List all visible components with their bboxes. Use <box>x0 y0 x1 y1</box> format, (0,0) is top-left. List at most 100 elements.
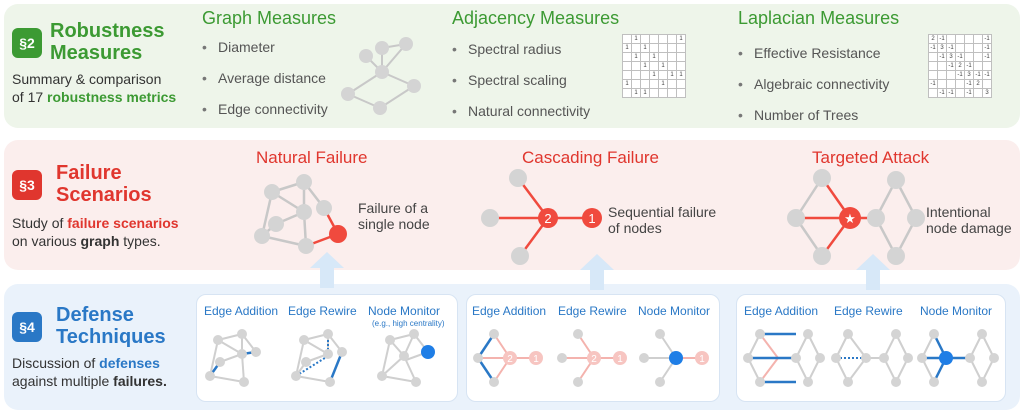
edge-addition-network-2: 2 1 <box>473 329 543 387</box>
matrix-cell: 1 <box>649 52 659 62</box>
graph-node <box>929 329 939 339</box>
matrix-cell: 1 <box>676 34 686 44</box>
matrix-cell <box>937 61 947 71</box>
matrix-cell: 1 <box>658 79 668 89</box>
list-item: Number of Trees <box>738 106 889 137</box>
targeted-attack-caption: Intentional node damage <box>926 204 1012 236</box>
title-line: Failure <box>56 162 122 184</box>
targeted-attack-network: ★ <box>787 169 925 265</box>
graph-node <box>843 329 853 339</box>
monitored-node <box>421 345 435 359</box>
matrix-cell: 2 <box>928 34 938 44</box>
attacked-node <box>839 207 861 229</box>
graph-node <box>316 200 332 216</box>
matrix-cell <box>937 79 947 89</box>
matrix-cell <box>658 43 668 53</box>
matrix-cell <box>622 34 632 44</box>
edge-rewire-label: Edge Rewire <box>834 304 903 318</box>
edge-rewire-label: Edge Rewire <box>558 304 627 318</box>
caption-line: Failure of a <box>358 200 429 216</box>
desc-highlight: graph <box>80 233 120 249</box>
graph-node <box>803 329 813 339</box>
matrix-cell <box>676 61 686 71</box>
matrix-cell <box>658 52 668 62</box>
cascading-failure-heading: Cascading Failure <box>522 148 660 167</box>
matrix-cell <box>631 61 641 71</box>
matrix-cell <box>667 52 677 62</box>
matrix-cell <box>676 52 686 62</box>
graph-node <box>323 349 333 359</box>
graph-node <box>337 347 347 357</box>
monitored-node <box>669 351 683 365</box>
defense-title: Defense Techniques <box>56 304 166 348</box>
node-monitor-network-3 <box>917 329 999 387</box>
natural-failure-caption: Failure of a single node <box>358 200 430 232</box>
graph-node <box>879 353 889 363</box>
node-monitor-label: Node Monitor <box>920 304 993 318</box>
monitored-node <box>939 351 953 365</box>
graph-node <box>861 353 871 363</box>
graph-node <box>481 209 499 227</box>
graph-node <box>411 377 421 387</box>
graph-node <box>907 209 925 227</box>
matrix-cell: 1 <box>631 34 641 44</box>
matrix-cell <box>640 70 650 80</box>
graph-node <box>929 377 939 387</box>
cascade-node-1 <box>695 351 709 365</box>
cascading-failure-caption: Sequential failure of nodes <box>608 204 716 236</box>
caption-line: Sequential failure <box>608 204 717 220</box>
matrix-cell <box>928 61 938 71</box>
matrix-cell <box>955 79 965 89</box>
targeted-attack-heading: Targeted Attack <box>812 148 930 167</box>
edge-addition-label: Edge Addition <box>472 304 547 318</box>
graph-node <box>239 377 249 387</box>
list-item: Spectral scaling <box>452 71 590 102</box>
graph-node <box>755 329 765 339</box>
matrix-cell <box>964 43 974 53</box>
cascade-label-1: 1 <box>699 354 705 365</box>
graph-node <box>301 357 311 367</box>
matrix-cell <box>982 61 992 71</box>
graph-node <box>375 65 389 79</box>
matrix-cell: 3 <box>937 43 947 53</box>
graph-node <box>977 329 987 339</box>
caption-line: node damage <box>926 220 1012 236</box>
matrix-cell: 3 <box>964 70 974 80</box>
list-item: Spectral radius <box>452 40 590 71</box>
failed-node <box>329 225 347 243</box>
desc-highlight: failure scenarios <box>67 215 179 231</box>
list-item: Diameter <box>202 38 328 69</box>
edge-addition-network-1 <box>205 329 261 387</box>
graph-node <box>887 247 905 265</box>
matrix-cell <box>640 79 650 89</box>
matrix-cell <box>955 43 965 53</box>
graph-node <box>296 174 312 190</box>
title-line: Defense <box>56 304 134 326</box>
matrix-cell: 1 <box>631 88 641 98</box>
matrix-cell <box>622 70 632 80</box>
matrix-cell <box>946 70 956 80</box>
matrix-cell <box>955 88 965 98</box>
edge-addition-label: Edge Addition <box>204 304 279 318</box>
node-monitor-network-1 <box>377 329 435 387</box>
matrix-cell: -1 <box>946 88 956 98</box>
cascade-label-1: 1 <box>588 211 595 226</box>
graph-node <box>791 353 801 363</box>
matrix-cell: 1 <box>676 70 686 80</box>
matrix-cell <box>658 34 668 44</box>
cascade-node-1 <box>613 351 627 365</box>
cascade-label-1: 1 <box>617 354 623 365</box>
matrix-cell: 2 <box>955 61 965 71</box>
desc-text: against multiple <box>12 373 114 389</box>
graph-node <box>655 377 665 387</box>
graph-node <box>375 41 389 55</box>
matrix-cell <box>676 88 686 98</box>
matrix-cell <box>937 70 947 80</box>
graph-node <box>977 377 987 387</box>
